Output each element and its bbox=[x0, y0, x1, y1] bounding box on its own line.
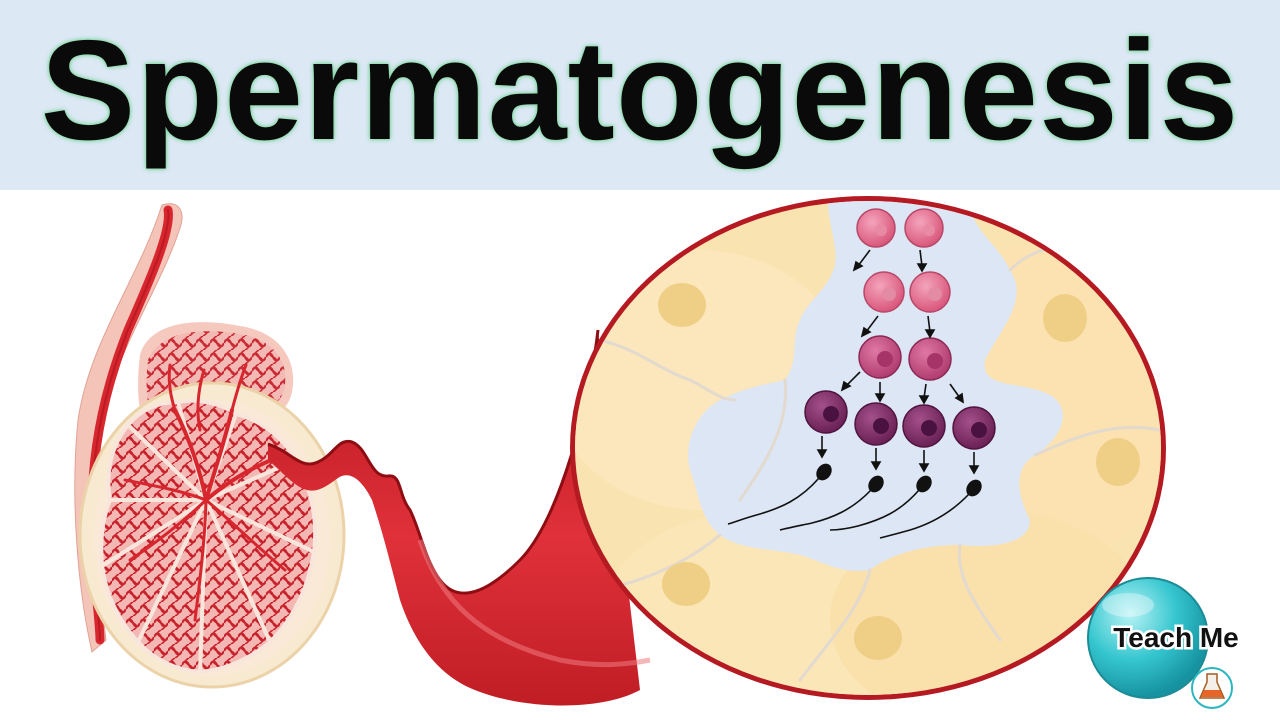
sperm-cell bbox=[779, 475, 884, 531]
spermatogonium-cell bbox=[904, 208, 944, 248]
spermatogonium-cell bbox=[863, 271, 905, 313]
sperm-cell bbox=[727, 463, 832, 525]
logo-text: Teach Me bbox=[1113, 622, 1239, 653]
spermatogenesis-diagram: Teach Me bbox=[74, 196, 1241, 709]
lineage-arrows bbox=[816, 249, 980, 475]
spermatogonium-cell bbox=[909, 271, 951, 313]
lobules bbox=[99, 398, 318, 675]
spermatid-cell bbox=[804, 390, 848, 434]
testis-illustration bbox=[74, 203, 346, 689]
tubule-lumen bbox=[688, 201, 1063, 571]
title-banner: Spermatogenesis bbox=[0, 0, 1280, 190]
spermatogonium-cell bbox=[856, 208, 896, 248]
sperm-cell bbox=[879, 479, 982, 539]
cell-lineage bbox=[727, 208, 996, 539]
spermatid-cell bbox=[952, 406, 996, 450]
sertoli-nuclei bbox=[658, 283, 1140, 660]
page-title: Spermatogenesis bbox=[40, 11, 1240, 170]
spermatid-cell bbox=[902, 404, 946, 448]
sperm-cell bbox=[829, 475, 932, 531]
tubule-connector bbox=[267, 329, 651, 706]
spermatocyte-cell bbox=[858, 335, 902, 379]
spermatid-cell bbox=[854, 402, 898, 446]
rete-testis bbox=[123, 363, 287, 622]
flask-icon bbox=[1191, 667, 1233, 709]
teach-me-logo: Teach Me bbox=[1087, 577, 1241, 709]
spermatocyte-cell bbox=[908, 337, 952, 381]
